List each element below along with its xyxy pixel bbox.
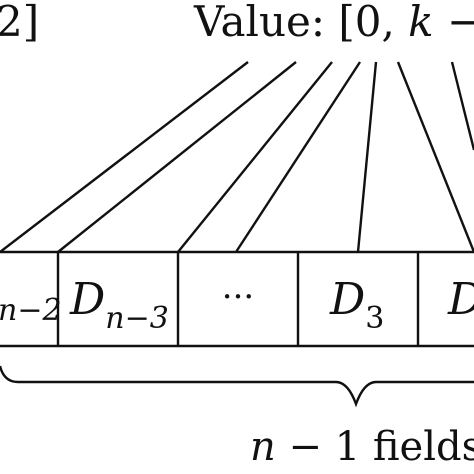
field-cell-ellipsis: ··· xyxy=(222,277,254,317)
fields-brace xyxy=(0,365,474,408)
field-cell-d-n-3: Dn−3 xyxy=(69,274,169,336)
value-label: Value: [0, k − 1 xyxy=(193,0,474,46)
connector-line xyxy=(396,61,474,253)
field-cell-d-n-2: n−2 xyxy=(0,293,62,328)
fields-count-label: n − 1 fields xyxy=(250,424,474,470)
top-left-label: 2] xyxy=(0,0,39,46)
field-cell-d-3: D3 xyxy=(329,274,384,336)
connector-line xyxy=(356,61,378,253)
connector-line xyxy=(0,61,249,253)
field-cell-d-last: D xyxy=(447,274,474,325)
connector-line xyxy=(57,61,297,253)
connector-line xyxy=(450,61,474,151)
connector-lines xyxy=(0,61,474,253)
connector-line xyxy=(234,61,362,253)
field-row xyxy=(0,250,474,348)
connector-line xyxy=(177,61,333,253)
